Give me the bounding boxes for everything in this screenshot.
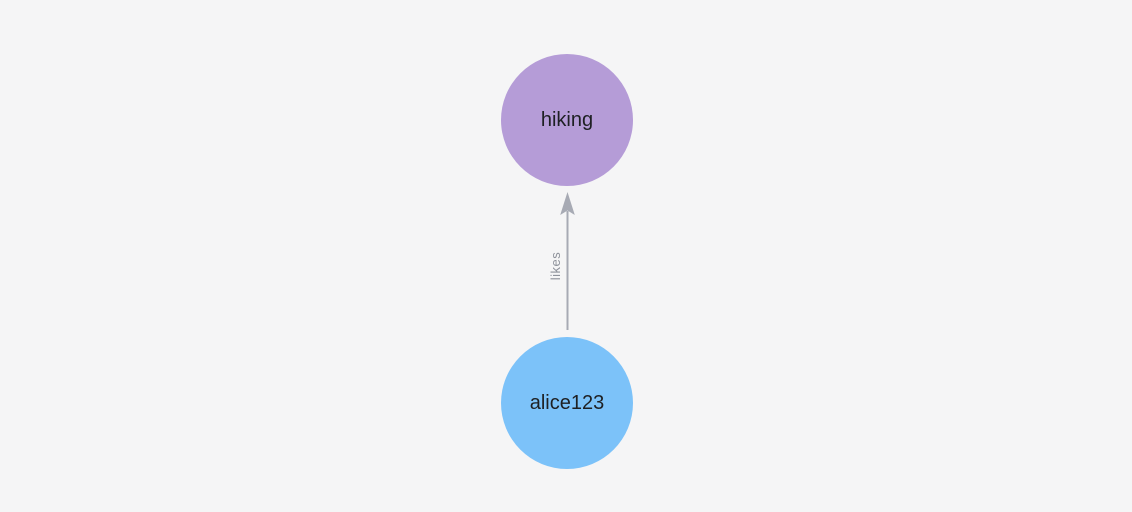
- node-alice123[interactable]: alice123: [501, 337, 633, 469]
- node-label-alice123: alice123: [529, 392, 605, 414]
- node-label-hiking: hiking: [540, 109, 594, 131]
- node-hiking[interactable]: hiking: [501, 54, 633, 186]
- arrowhead-up-icon[interactable]: [560, 192, 575, 215]
- edge-label-likes: likes: [548, 251, 563, 281]
